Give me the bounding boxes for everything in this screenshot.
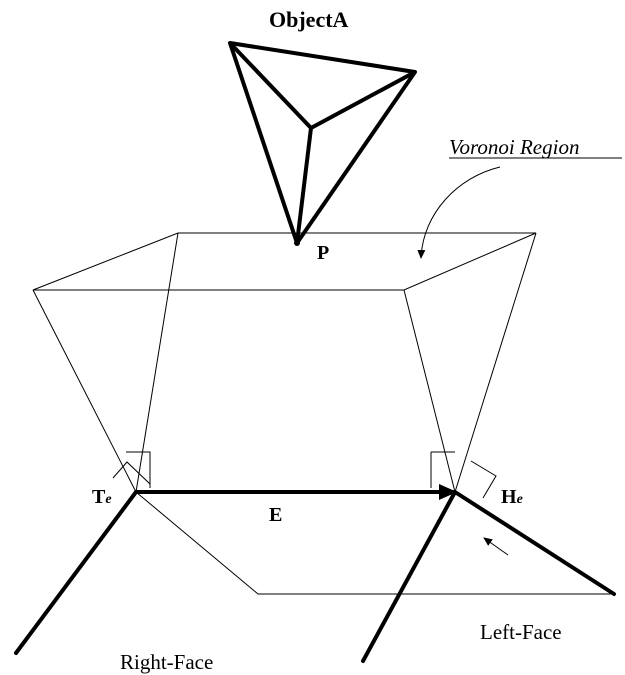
tail-label-main: T (92, 486, 106, 508)
face-edges (14, 490, 616, 663)
voronoi-top-face (32, 232, 537, 291)
left-face-edge-upper (453, 490, 616, 596)
right-angle-marks (112, 451, 497, 499)
voronoi-pointer-arrow (417, 166, 501, 259)
edge-e-label: E (269, 504, 282, 526)
point-p-marker (294, 240, 300, 246)
object-a-label: ObjectA (269, 7, 349, 32)
voronoi-region-prism (32, 232, 537, 493)
object-a-tetrahedron (228, 41, 417, 245)
left-face-pointer-arrow (483, 537, 509, 556)
right-face-label: Right-Face (120, 650, 213, 674)
point-p-label: P (317, 242, 329, 264)
left-face-edge-lower (361, 490, 457, 663)
left-face-outline (135, 491, 614, 595)
head-label: He (501, 486, 523, 508)
head-label-sub: e (517, 492, 523, 507)
head-label-main: H (501, 486, 517, 508)
tail-label: Te (92, 486, 112, 508)
tail-label-sub: e (105, 492, 111, 507)
voronoi-region-label: Voronoi Region (449, 135, 579, 159)
right-face-edge (14, 490, 138, 655)
left-face-label: Left-Face (480, 620, 562, 644)
